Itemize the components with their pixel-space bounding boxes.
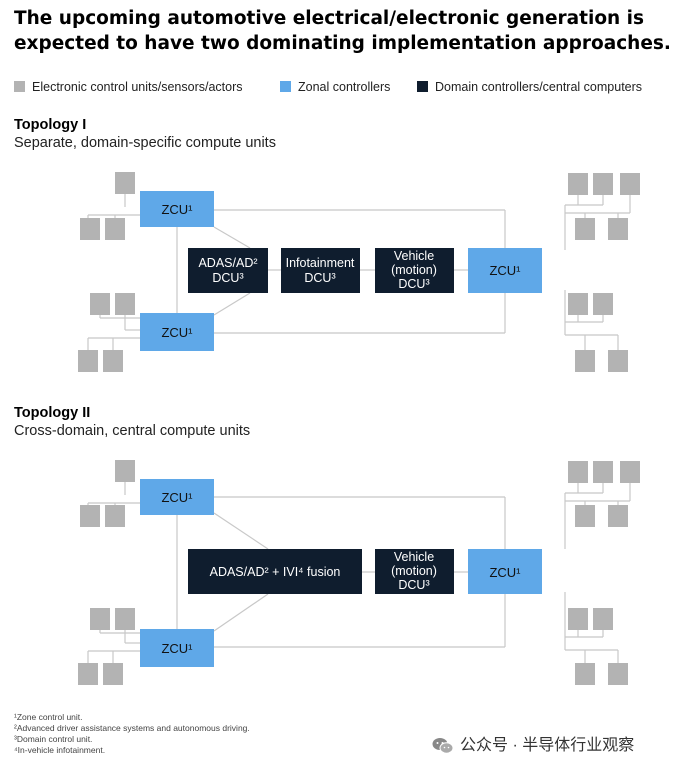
dcu-infotainment-line1: Infotainment xyxy=(286,256,355,270)
legend-swatch-ecu xyxy=(14,81,25,92)
dcu-infotainment-line2: DCU³ xyxy=(304,271,335,285)
ecu-box xyxy=(568,173,588,195)
legend-label-ecu: Electronic control units/sensors/actors xyxy=(32,80,243,94)
zcu-top-left xyxy=(140,191,214,227)
footnote-3: ³Domain control unit. xyxy=(14,734,93,744)
ecu-box xyxy=(575,218,595,240)
topology1-diagram: ZCU¹ ZCU¹ ZCU¹ ADAS/AD² DCU³ Infotainmen… xyxy=(78,172,640,372)
topology1-title: Topology I xyxy=(14,117,87,133)
watermark: 公众号 · 半导体行业观察 xyxy=(432,731,634,755)
ecu-box xyxy=(608,505,628,527)
central-fusion-unit xyxy=(188,549,362,594)
dcu-vehicle xyxy=(375,549,454,594)
footnote-4: ⁴In-vehicle infotainment. xyxy=(14,745,106,755)
dcu-adas xyxy=(188,248,268,293)
legend-label-dcu: Domain controllers/central computers xyxy=(435,80,643,94)
topology1-ecus xyxy=(78,172,640,372)
dcu-infotainment xyxy=(281,248,360,293)
ecu-box xyxy=(115,608,135,630)
topology2-wires xyxy=(87,460,631,663)
ecu-box xyxy=(593,293,613,315)
ecu-box xyxy=(608,663,628,685)
zcu-right xyxy=(468,248,542,293)
zcu-top-left-label: ZCU¹ xyxy=(161,202,193,217)
ecu-box xyxy=(593,608,613,630)
dcu-vehicle-line1: Vehicle xyxy=(394,249,434,263)
ecu-box xyxy=(575,663,595,685)
legend-swatch-dcu xyxy=(417,81,428,92)
topology2-zcus: ZCU¹ ZCU¹ ZCU¹ xyxy=(140,479,542,667)
topology1-zcus: ZCU¹ ZCU¹ ZCU¹ xyxy=(140,191,542,351)
ecu-box xyxy=(568,608,588,630)
zcu-top-left-label: ZCU¹ xyxy=(161,490,193,505)
topology2-diagram: ZCU¹ ZCU¹ ZCU¹ ADAS/AD² + IVI⁴ fusion Ve… xyxy=(78,460,640,685)
ecu-box xyxy=(593,461,613,483)
topology1-dcus: ADAS/AD² DCU³ Infotainment DCU³ Vehicle … xyxy=(188,248,454,293)
ecu-box xyxy=(80,218,100,240)
watermark-text: 公众号 · 半导体行业观察 xyxy=(460,737,635,754)
wechat-icon xyxy=(432,737,454,754)
footnote-1: ¹Zone control unit. xyxy=(14,712,83,722)
dcu-vehicle xyxy=(375,248,454,293)
ecu-box xyxy=(593,173,613,195)
footnote-2: ²Advanced driver assistance systems and … xyxy=(14,723,250,733)
ecu-box xyxy=(78,350,98,372)
topology2-ecus xyxy=(78,460,640,685)
zcu-right-label: ZCU¹ xyxy=(489,565,521,580)
ecu-box xyxy=(115,460,135,482)
ecu-box xyxy=(608,218,628,240)
zcu-right xyxy=(468,549,542,594)
ecu-box xyxy=(90,608,110,630)
dcu-vehicle-line1: Vehicle xyxy=(394,550,434,564)
ecu-box xyxy=(115,293,135,315)
ecu-box xyxy=(115,172,135,194)
zcu-bottom-left xyxy=(140,313,214,351)
ecu-box xyxy=(568,293,588,315)
ecu-box xyxy=(90,293,110,315)
ecu-box xyxy=(105,218,125,240)
zcu-bottom-left xyxy=(140,629,214,667)
ecu-box xyxy=(620,173,640,195)
ecu-box xyxy=(568,461,588,483)
legend-label-zcu: Zonal controllers xyxy=(298,80,391,94)
dcu-vehicle-line2: (motion) xyxy=(391,263,437,277)
dcu-vehicle-line3: DCU³ xyxy=(398,277,429,291)
topology2-title: Topology II xyxy=(14,405,91,421)
ecu-box xyxy=(103,663,123,685)
ecu-box xyxy=(575,350,595,372)
ecu-box xyxy=(575,505,595,527)
dcu-vehicle-line3: DCU³ xyxy=(398,578,429,592)
dcu-adas-line1: ADAS/AD² xyxy=(198,256,257,270)
legend-swatch-zcu xyxy=(280,81,291,92)
ecu-box xyxy=(80,505,100,527)
ecu-box xyxy=(78,663,98,685)
topology1-subtitle: Separate, domain-specific compute units xyxy=(14,135,276,151)
ecu-box xyxy=(103,350,123,372)
zcu-bottom-left-label: ZCU¹ xyxy=(161,325,193,340)
zcu-top-left xyxy=(140,479,214,515)
central-fusion-label: ADAS/AD² + IVI⁴ fusion xyxy=(210,565,341,579)
dcu-adas-line2: DCU³ xyxy=(212,271,243,285)
ecu-box xyxy=(105,505,125,527)
page-title: The upcoming automotive electrical/elect… xyxy=(14,8,671,54)
zcu-right-label: ZCU¹ xyxy=(489,263,521,278)
topology2-subtitle: Cross-domain, central compute units xyxy=(14,423,251,439)
ecu-box xyxy=(608,350,628,372)
dcu-vehicle-line2: (motion) xyxy=(391,564,437,578)
ecu-box xyxy=(620,461,640,483)
footnotes: ¹Zone control unit. ²Advanced driver ass… xyxy=(14,712,250,756)
topology2-dcus: ADAS/AD² + IVI⁴ fusion Vehicle (motion) … xyxy=(188,549,454,594)
zcu-bottom-left-label: ZCU¹ xyxy=(161,641,193,656)
topology1-wires xyxy=(87,172,631,350)
